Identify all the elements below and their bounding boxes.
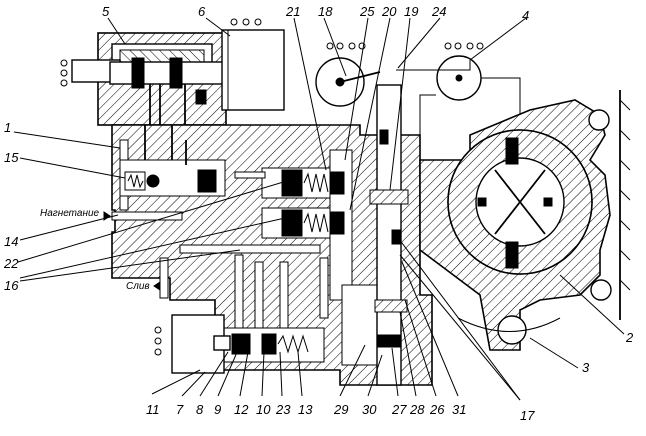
label-27: 27 <box>391 402 407 417</box>
label-13: 13 <box>298 402 313 417</box>
label-8: 8 <box>196 402 204 417</box>
label-9: 9 <box>214 402 221 417</box>
drain-port <box>154 282 160 290</box>
label-24: 24 <box>431 4 446 19</box>
label-25: 25 <box>359 4 375 19</box>
label-5: 5 <box>102 4 110 19</box>
label-20: 20 <box>381 4 397 19</box>
label-10: 10 <box>256 402 271 417</box>
label-16: 16 <box>4 278 19 293</box>
label-6: 6 <box>198 4 206 19</box>
rotary-actuator <box>420 90 620 350</box>
label-1: 1 <box>4 120 11 135</box>
gauge-18 <box>316 43 380 106</box>
label-7: 7 <box>176 402 184 417</box>
wall-hatch <box>620 100 630 290</box>
pressure-port-label: Нагнетание <box>40 208 100 219</box>
label-28: 28 <box>409 402 425 417</box>
label-3: 3 <box>582 360 590 375</box>
label-11: 11 <box>146 402 160 417</box>
label-19: 19 <box>404 4 418 19</box>
label-22: 22 <box>3 256 19 271</box>
label-18: 18 <box>318 4 333 19</box>
label-29: 29 <box>333 402 348 417</box>
label-30: 30 <box>362 402 377 417</box>
label-21: 21 <box>285 4 300 19</box>
label-15: 15 <box>4 150 19 165</box>
label-4: 4 <box>522 8 529 23</box>
label-12: 12 <box>234 402 249 417</box>
label-23: 23 <box>275 402 291 417</box>
label-31: 31 <box>452 402 466 417</box>
solenoid-7 <box>155 315 230 373</box>
label-17: 17 <box>520 408 535 423</box>
label-26: 26 <box>429 402 445 417</box>
drain-port-label: Слив <box>126 281 150 292</box>
solenoid-6 <box>222 19 284 110</box>
label-14: 14 <box>4 234 18 249</box>
label-2: 2 <box>625 330 634 345</box>
